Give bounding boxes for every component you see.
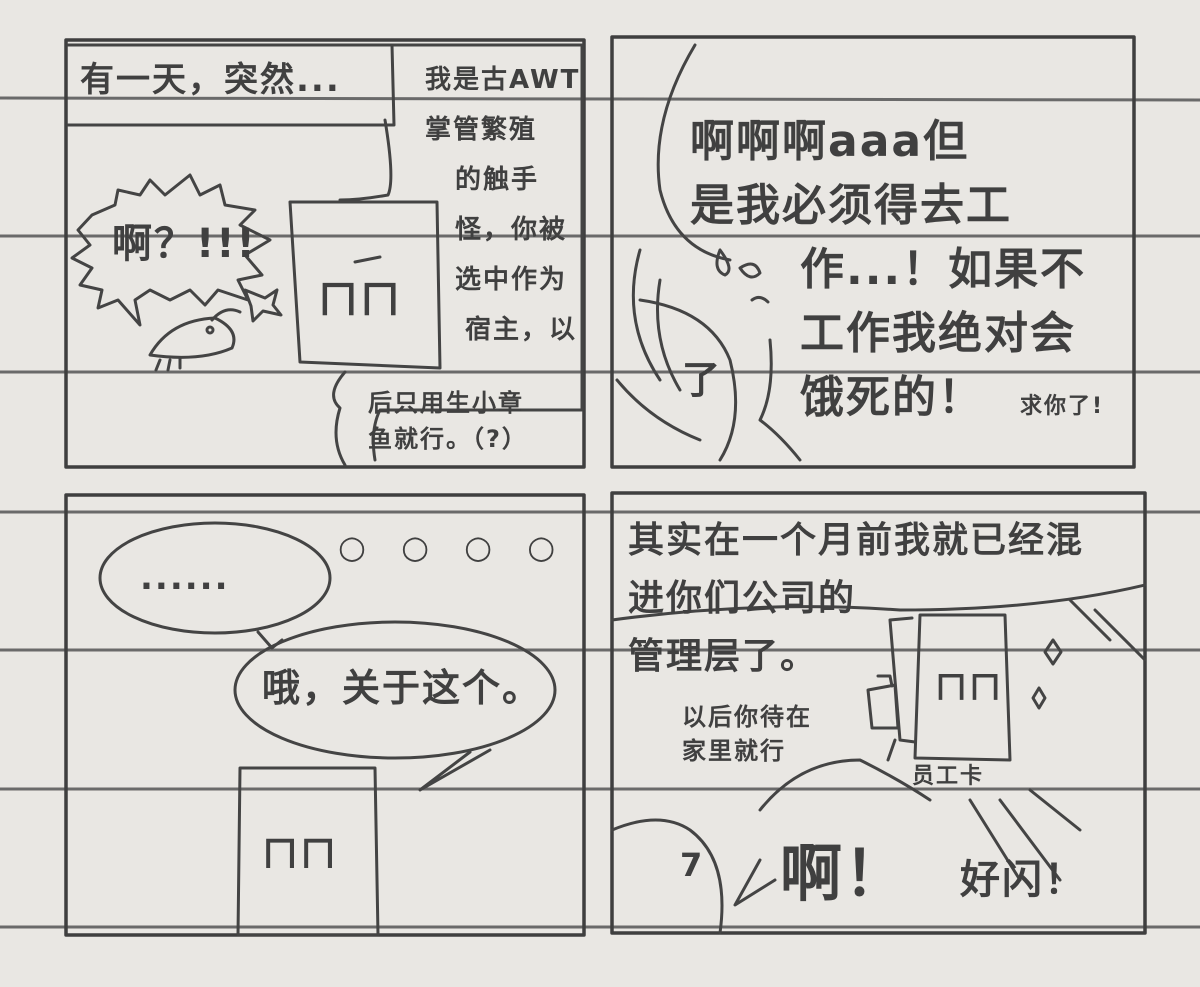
narration-line: 选中作为 xyxy=(455,265,568,295)
sparkle-diamond-2 xyxy=(1031,686,1047,710)
figure-head xyxy=(638,298,738,462)
speech-tail xyxy=(332,370,347,467)
narration-line: 掌管繁殖 xyxy=(425,115,538,145)
panel-1-frame xyxy=(64,38,586,469)
narration-line: 进你们公司的 xyxy=(628,578,857,619)
panel-4-shout: 啊！ xyxy=(780,837,909,910)
square-character xyxy=(288,200,442,370)
speech-tail xyxy=(418,748,492,792)
sweat-drop-3 xyxy=(750,295,770,304)
speech-line: 以后你待在 xyxy=(682,703,812,731)
sparkle-diamond-1 xyxy=(1043,638,1063,666)
square-character xyxy=(236,766,380,937)
narration-line: 宿主，以 xyxy=(465,315,578,345)
creature-legs xyxy=(154,356,182,372)
big-speech-balloon-edge xyxy=(656,43,732,262)
panel-3-thought-dots: ○ ○ ○ ○ xyxy=(338,528,568,566)
figure-hair-2 xyxy=(656,278,682,392)
square-character xyxy=(913,613,1012,762)
panel-1-caption: 有一天，突然... xyxy=(80,60,341,100)
character-side xyxy=(888,616,917,744)
figure-body xyxy=(615,378,702,442)
id-card xyxy=(866,683,900,730)
panel-4-face-small: 7 xyxy=(680,846,705,884)
panel-1-narration: 我是古AWT 掌管繁殖 的触手 怪，你被 选中作为 宿主，以 xyxy=(425,55,580,355)
panel-2-frame xyxy=(610,35,1136,469)
panel-1-narration-tail: 后只用生小章 鱼就行。（?） xyxy=(368,385,528,457)
panel-3-speech: 哦，关于这个。 xyxy=(262,666,543,710)
panel-3-thought: ...... xyxy=(140,558,230,598)
tentacle-creature xyxy=(148,316,236,359)
narration-line: 管理层了。 xyxy=(628,636,819,677)
panel-4-speech-small: 以后你待在 家里就行 xyxy=(682,700,812,768)
speech-line: 工作我绝对会 xyxy=(800,308,1076,359)
character-brow xyxy=(353,255,382,264)
narration-line: 我是古AWT xyxy=(425,65,581,95)
panel-4-frame xyxy=(610,491,1147,935)
sparkle-mark xyxy=(243,288,283,323)
figure-head xyxy=(610,818,724,935)
speech-line: 是我必须得去工 xyxy=(690,180,1012,231)
creature-eye xyxy=(205,325,215,335)
caption-box xyxy=(66,43,396,127)
shout-tail xyxy=(733,858,777,907)
figure-hair-1 xyxy=(631,248,662,382)
id-card-clip xyxy=(876,674,894,688)
speech-line: 作...！如果不 xyxy=(800,244,1087,295)
thought-tail xyxy=(256,630,284,650)
speech-balloon xyxy=(233,620,557,760)
shout-balloon-edge xyxy=(758,758,932,812)
narration-line: 鱼就行。（?） xyxy=(368,425,528,453)
narration-line: 怪，你被 xyxy=(455,215,568,245)
panel-2-speech: 啊啊啊aaa但 是我必须得去工 作...！如果不 工作我绝对会 饿死的！ xyxy=(690,110,1086,430)
creature-antenna xyxy=(210,308,242,322)
arrow-pointer xyxy=(886,738,897,762)
panel-1-face: ㄇㄇ xyxy=(318,277,402,323)
badge-label: 员工卡 xyxy=(912,764,985,789)
narration-line: 后只用生小章 xyxy=(368,389,524,417)
speech-line: 啊啊啊aaa但 xyxy=(690,116,970,167)
speech-line: 家里就行 xyxy=(682,737,786,765)
panel-3-face: ㄇㄇ xyxy=(262,834,339,875)
ruled-lines xyxy=(0,96,1200,929)
panel-2-speech-small: 求你了! xyxy=(1020,394,1105,419)
shine-lines xyxy=(968,598,1147,882)
sweat-drop-2 xyxy=(738,262,762,279)
speech-tail xyxy=(758,338,802,462)
panel-4-face: ㄇㄇ xyxy=(935,668,1004,706)
narration-box xyxy=(371,43,584,462)
narration-balloon-edge xyxy=(610,583,1147,622)
narration-line: 的触手 xyxy=(455,165,540,195)
panel-1-exclaim: 啊？!!! xyxy=(112,221,257,267)
narration-line: 其实在一个月前我就已经混 xyxy=(628,520,1085,561)
panel-4-shout-small: 好闪！ xyxy=(960,857,1086,903)
speech-line: 饿死的！ xyxy=(800,372,984,423)
sweat-drop-1 xyxy=(715,248,731,277)
thought-balloon xyxy=(98,521,332,635)
panel-2-face: 了 xyxy=(682,358,723,402)
tail-line xyxy=(338,118,393,202)
panel-4-narration: 其实在一个月前我就已经混 进你们公司的 管理层了。 xyxy=(628,512,1084,686)
